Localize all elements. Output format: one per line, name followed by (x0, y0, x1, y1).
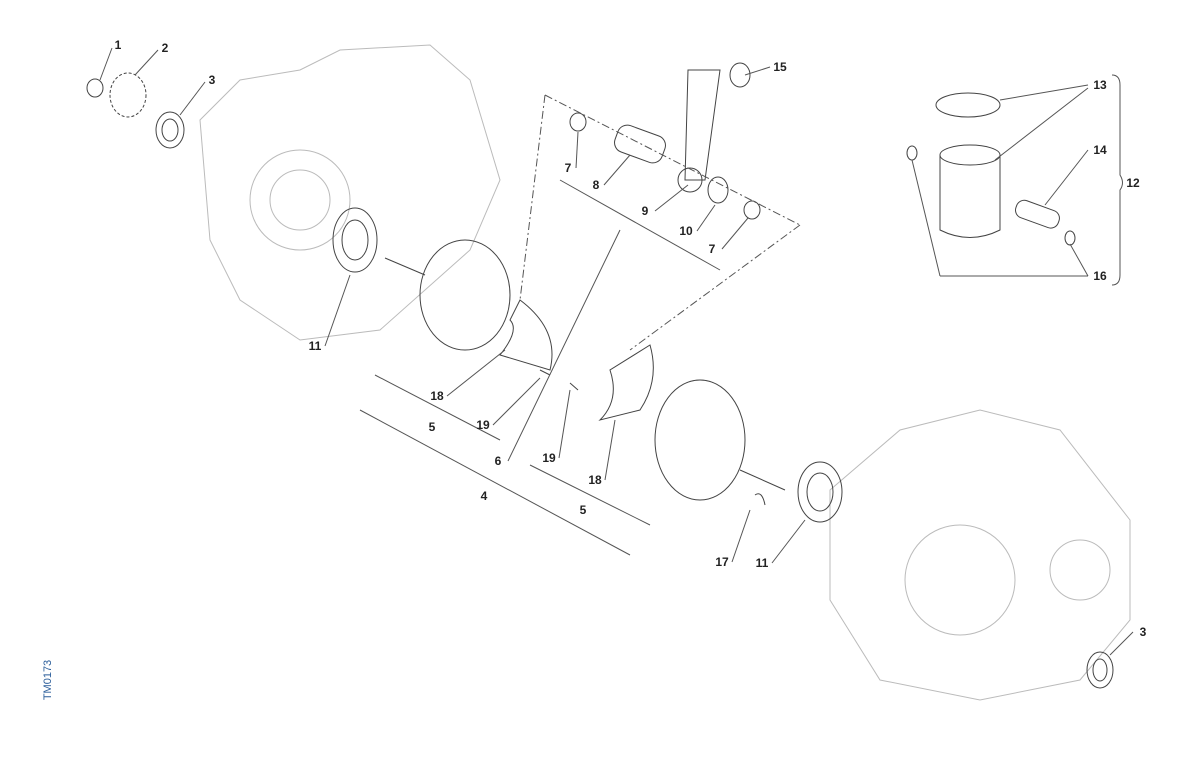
callout-4[interactable]: 4 (480, 489, 488, 503)
callout-7[interactable]: 7 (708, 242, 716, 256)
callout-18[interactable]: 18 (588, 473, 602, 487)
right-crankcase (829, 409, 1131, 701)
callout-2[interactable]: 2 (161, 41, 169, 55)
callout-1[interactable]: 1 (114, 38, 122, 52)
callout-11[interactable]: 11 (755, 556, 769, 570)
callout-15[interactable]: 15 (773, 60, 787, 74)
callout-19[interactable]: 19 (476, 418, 490, 432)
callout-17[interactable]: 17 (715, 555, 729, 569)
callout-6[interactable]: 6 (494, 454, 502, 468)
callout-14[interactable]: 14 (1093, 143, 1107, 157)
callout-16[interactable]: 16 (1093, 269, 1107, 283)
drawing-code: TM0173 (42, 659, 54, 701)
callout-9[interactable]: 9 (641, 204, 649, 218)
callout-18[interactable]: 18 (430, 389, 444, 403)
callout-7[interactable]: 7 (564, 161, 572, 175)
parts (86, 62, 1114, 689)
callout-13[interactable]: 13 (1093, 78, 1107, 92)
callout-5[interactable]: 5 (579, 503, 587, 517)
callout-19[interactable]: 19 (542, 451, 556, 465)
leader-lines (99, 47, 1134, 656)
callout-3[interactable]: 3 (1139, 625, 1147, 639)
callout-10[interactable]: 10 (679, 224, 693, 238)
callout-11[interactable]: 11 (308, 339, 322, 353)
callout-3[interactable]: 3 (208, 73, 216, 87)
callout-12[interactable]: 12 (1126, 176, 1140, 190)
callout-8[interactable]: 8 (592, 178, 600, 192)
callout-5[interactable]: 5 (428, 420, 436, 434)
left-crankcase (199, 44, 501, 341)
